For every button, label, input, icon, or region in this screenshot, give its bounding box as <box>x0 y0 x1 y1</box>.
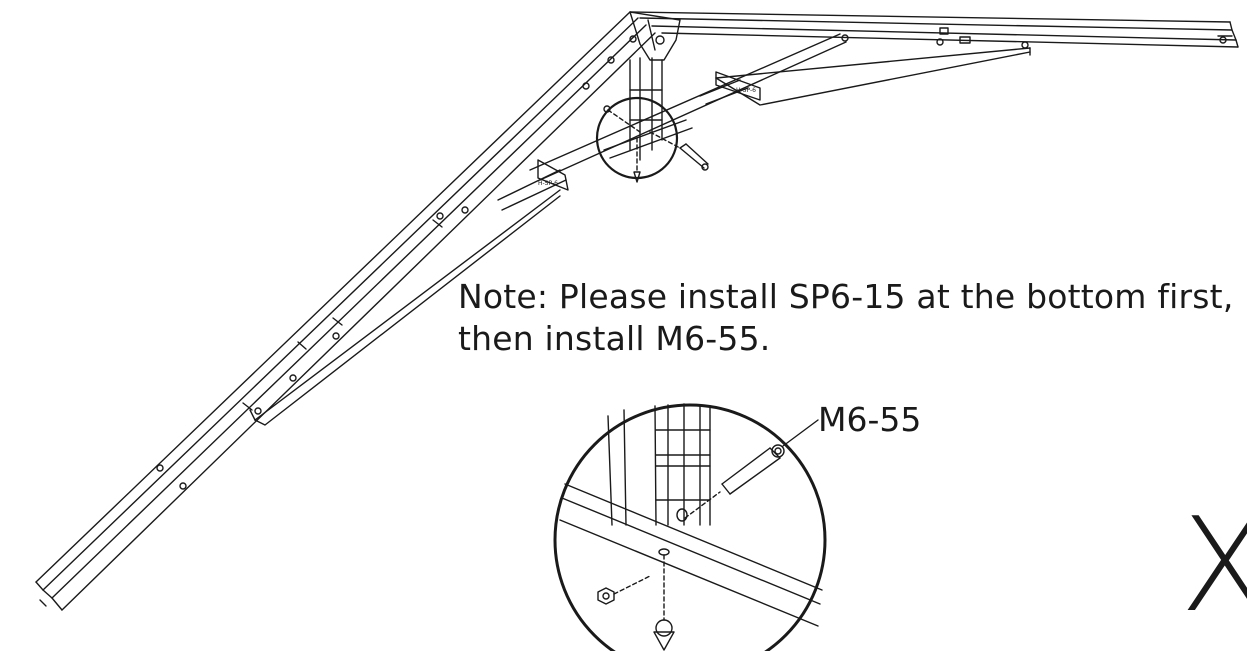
installation-note: Note: Please install SP6-15 at the botto… <box>458 276 1234 360</box>
left-triangle-panel: H-SP-6 <box>249 159 569 426</box>
bolt-callout-label: M6-55 <box>818 400 922 439</box>
svg-text:H-SP-6: H-SP-6 <box>736 87 756 94</box>
detail-circle-small <box>595 96 709 183</box>
detail-circle-large <box>553 403 827 651</box>
svg-text:H-SP-6: H-SP-6 <box>538 180 558 187</box>
step-mark: X <box>1180 489 1247 641</box>
top-right-rail <box>629 11 1239 49</box>
note-line-1: Note: Please install SP6-15 at the botto… <box>458 277 1234 316</box>
vertical-post <box>629 11 681 161</box>
left-long-rail <box>35 11 656 611</box>
right-triangle-panel: H-SP-6 <box>715 47 1031 106</box>
note-line-2: then install M6-55. <box>458 319 771 358</box>
